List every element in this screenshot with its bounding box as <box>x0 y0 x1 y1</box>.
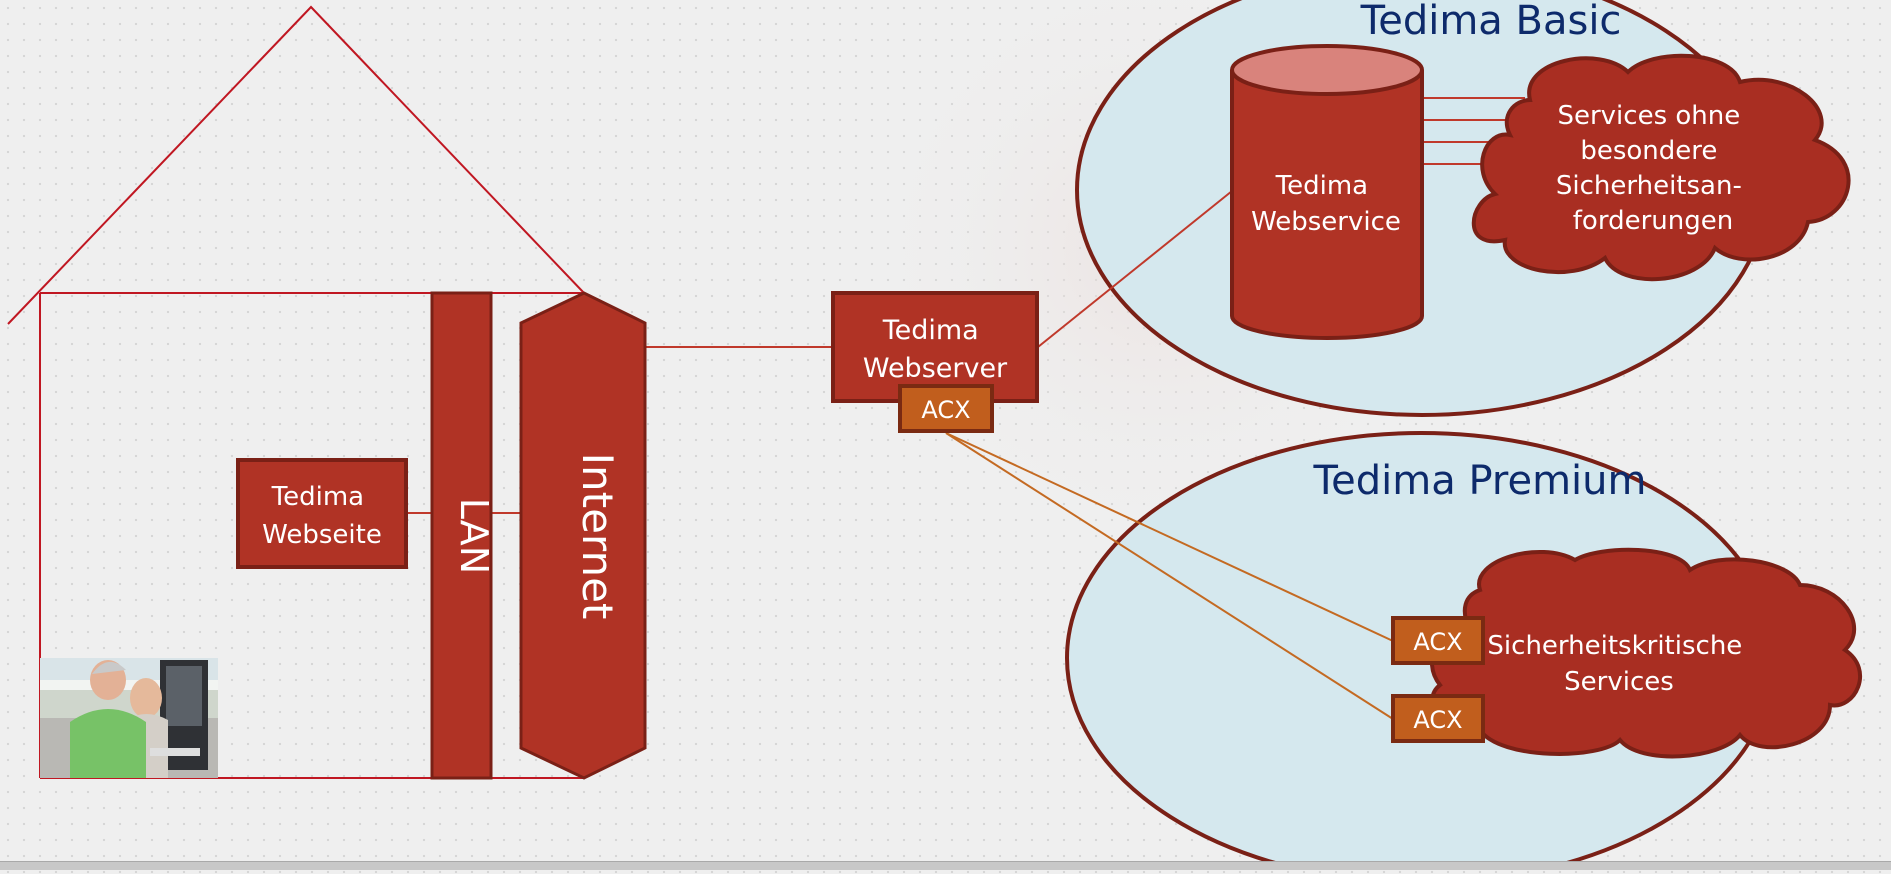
tedima-premium-title: Tedima Premium <box>1313 458 1647 504</box>
tedima-webseite-box: Tedima Webseite <box>236 458 408 569</box>
svg-text:ACX: ACX <box>1413 706 1462 734</box>
svg-text:ACX: ACX <box>921 396 970 424</box>
bottom-bar <box>0 861 1891 870</box>
svg-text:LAN: LAN <box>452 498 496 574</box>
webserver-acx-badge: ACX <box>898 384 994 433</box>
svg-text:Services ohne besondere: Services ohne besondere Sicherheitsan- f… <box>1556 101 1750 236</box>
basic-services-cloud: Services ohne besondere Sicherheitsan- f… <box>1471 53 1851 282</box>
tedima-webserver-box: Tedima Webserver <box>831 291 1039 403</box>
acx-connection-lines <box>945 432 1394 720</box>
svg-text:Tedima Webservice: Tedima Webservice <box>1251 171 1401 237</box>
svg-text:ACX: ACX <box>1413 628 1462 656</box>
svg-text:Internet: Internet <box>573 453 622 620</box>
svg-text:Tedima Webseite: Tedima Webseite <box>262 482 382 550</box>
photo-seniors-at-computer <box>40 658 218 778</box>
tedima-webservice-cylinder: Tedima Webservice <box>1230 44 1424 340</box>
tedima-basic-title: Tedima Basic <box>1360 0 1622 44</box>
premium-acx-badge-1: ACX <box>1391 616 1485 665</box>
lan-bar: LAN <box>430 291 496 780</box>
internet-hexagon: Internet <box>519 291 647 780</box>
connection-lines <box>406 97 1525 514</box>
svg-text:Tedima Webserver: Tedima Webserver <box>863 315 1008 384</box>
svg-text:Sicherheitskritische Ser: Sicherheitskritische Services <box>1487 631 1750 697</box>
premium-acx-badge-2: ACX <box>1391 694 1485 743</box>
premium-services-cloud: Sicherheitskritische Services <box>1429 547 1863 759</box>
